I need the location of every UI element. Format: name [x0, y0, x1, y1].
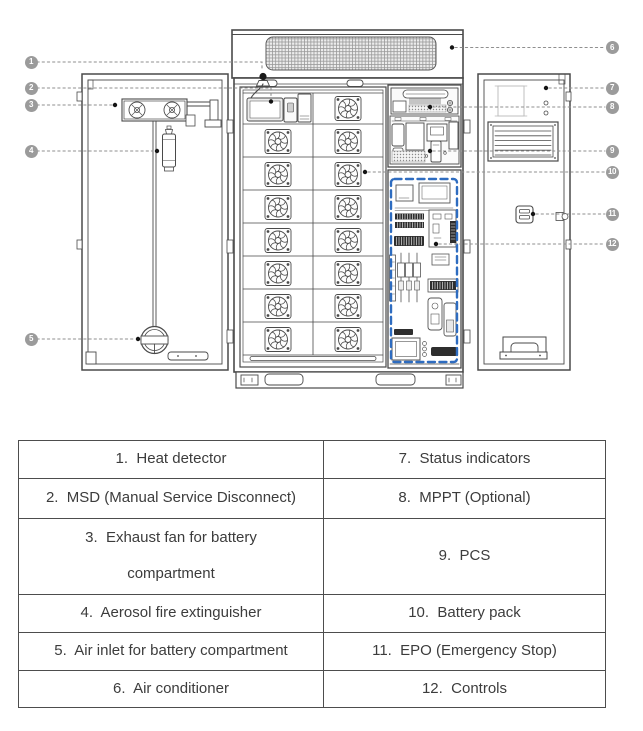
right-door-screws — [543, 100, 549, 116]
right-door-bottom-bracket — [499, 336, 548, 360]
legend-cell-mppt: 8. MPPT (Optional) — [323, 477, 606, 519]
battery-fan-icon — [264, 195, 292, 220]
cabinet-base — [235, 371, 464, 389]
air-inlet-icon — [140, 120, 169, 355]
epo-button-icon — [515, 205, 534, 224]
legend-cell-battery-pack: 10. Battery pack — [323, 593, 606, 633]
status-indicator-window-icon — [494, 85, 528, 117]
legend-cell-air-conditioner: 6. Air conditioner — [18, 669, 324, 709]
air-conditioner-grille-icon — [265, 36, 437, 71]
legend-cell-controls: 12. Controls — [323, 669, 606, 709]
left-door-bottom-bracket — [167, 351, 209, 361]
legend-cell-msd: 2. MSD (Manual Service Disconnect) — [18, 477, 324, 519]
legend-row: 3. Exhaust fan for battery compartment 9… — [18, 517, 606, 595]
battery-fan-icon — [334, 261, 362, 286]
legend-row: 2. MSD (Manual Service Disconnect) 8. MP… — [18, 477, 606, 519]
left-door — [76, 73, 229, 371]
right-door-louver-vent — [487, 121, 559, 162]
legend-cell-air-inlet: 5. Air inlet for battery compartment — [18, 631, 324, 671]
battery-fan-icon — [334, 228, 362, 253]
legend-row: 5. Air inlet for battery compartment 11.… — [18, 631, 606, 671]
exhaust-fan-icon — [121, 98, 222, 128]
legend-table: 1. Heat detector 7. Status indicators 2.… — [18, 440, 606, 709]
callout-6: 6 — [605, 41, 619, 54]
battery-fan-icon — [334, 129, 362, 154]
callout-4: 4 — [24, 144, 38, 158]
battery-fan-icon — [264, 294, 292, 319]
callout-2: 2 — [24, 81, 38, 95]
battery-fan-icon — [264, 261, 292, 286]
legend-cell-aerosol-extinguisher: 4. Aerosol fire extinguisher — [18, 593, 324, 633]
legend-cell-exhaust-fan: 3. Exhaust fan for battery compartment — [18, 517, 324, 595]
air-conditioner-section — [231, 29, 464, 79]
legend-row: 4. Aerosol fire extinguisher 10. Battery… — [18, 593, 606, 633]
battery-compartment — [239, 86, 387, 368]
callout-7: 7 — [605, 81, 619, 95]
battery-fan-icon — [264, 129, 292, 154]
controls-panel-icon — [389, 182, 459, 361]
callout-9: 9 — [605, 144, 619, 158]
legend-row: 6. Air conditioner 12. Controls — [18, 669, 606, 709]
aerosol-extinguisher-icon — [162, 125, 176, 172]
legend-cell-status-indicators: 7. Status indicators — [323, 440, 606, 479]
msd-icon — [246, 83, 312, 123]
battery-fan-icon — [334, 96, 362, 121]
battery-fan-icon — [264, 228, 292, 253]
battery-fan-icon — [334, 327, 362, 352]
legend-cell-epo: 11. EPO (Emergency Stop) — [323, 631, 606, 671]
battery-fan-icon — [334, 195, 362, 220]
legend-cell-heat-detector: 1. Heat detector — [18, 440, 324, 479]
leader-lines — [36, 46, 606, 340]
right-door-latch — [555, 212, 569, 221]
callout-11: 11 — [605, 207, 619, 221]
battery-fan-icon — [334, 294, 362, 319]
hinges — [226, 119, 471, 344]
heat-detector-icon — [255, 72, 271, 87]
battery-fan-icon — [264, 162, 292, 187]
leader-dots — [112, 45, 549, 342]
battery-fan-icon — [264, 327, 292, 352]
legend-cell-pcs: 9. PCS — [323, 517, 606, 595]
callout-10: 10 — [605, 165, 619, 179]
controls-highlight-border — [389, 177, 459, 364]
callout-3: 3 — [24, 98, 38, 112]
mppt-icon — [390, 87, 459, 115]
callout-5: 5 — [24, 332, 38, 346]
cabinet-line-art — [36, 29, 606, 389]
callout-1: 1 — [24, 55, 38, 69]
cabinet-diagram: 1 2 3 4 5 6 7 8 9 10 11 12 — [24, 29, 619, 389]
callout-12: 12 — [605, 237, 619, 251]
battery-fan-icon — [334, 162, 362, 187]
legend-row: 1. Heat detector 7. Status indicators — [18, 440, 606, 479]
callout-8: 8 — [605, 100, 619, 114]
pcs-icon — [389, 115, 460, 165]
